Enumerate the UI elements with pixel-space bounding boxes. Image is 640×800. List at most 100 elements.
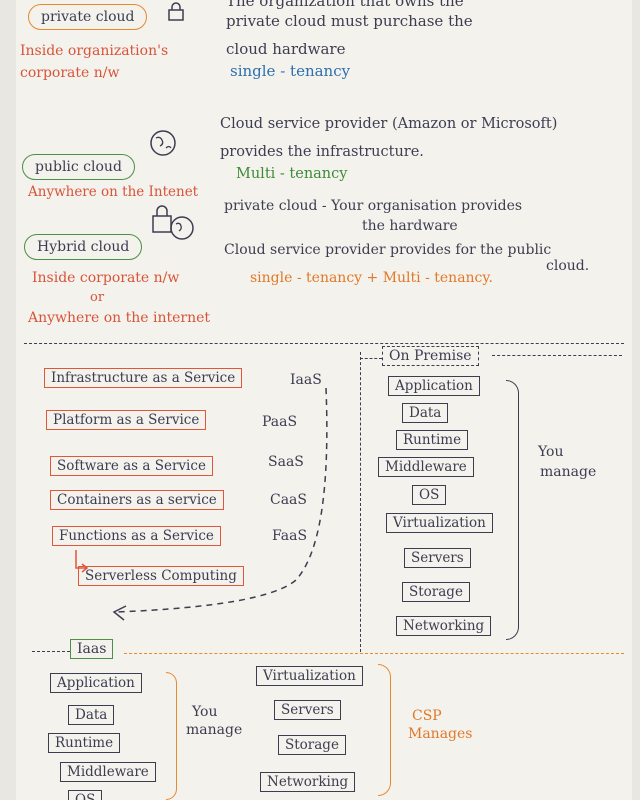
onprem-you-line1: You <box>538 444 564 460</box>
onprem-layer-servers: Servers <box>404 548 471 568</box>
arrow-down-icon <box>75 550 89 573</box>
service-name-caas: Containers as a service <box>57 492 217 508</box>
hybrid-location-line1: Inside corporate n/w <box>32 270 180 286</box>
onprem-layer-os: OS <box>412 485 447 505</box>
lock-icon <box>168 2 184 21</box>
iaas-csp-layer-storage: Storage <box>278 735 346 755</box>
iaas-csp-line2: Manages <box>408 726 473 742</box>
iaas-you-line2: manage <box>186 722 243 738</box>
service-abbr-caas: CaaS <box>270 492 307 508</box>
iaas-you-layer-middleware: Middleware <box>60 762 156 782</box>
onprem-you-line2: manage <box>540 464 597 480</box>
iaas-title-box: Iaas <box>70 639 114 659</box>
iaas-you-layer-label: Middleware <box>67 764 149 780</box>
hybrid-desc-line1: private cloud - Your organisation provid… <box>224 198 523 214</box>
hybrid-tenancy: single - tenancy + Multi - tenancy. <box>250 270 493 286</box>
iaas-you-layer-os: OS <box>68 790 103 800</box>
onprem-layer-label: Runtime <box>403 432 462 448</box>
service-box-iaas: Infrastructure as a Service <box>44 368 243 388</box>
section-divider <box>24 343 624 344</box>
service-name-paas: Platform as a Service <box>53 412 200 428</box>
iaas-you-layer-label: Runtime <box>55 735 114 751</box>
hybrid-location-line2: Anywhere on the internet <box>28 310 211 326</box>
iaas-you-layer-application: Application <box>50 673 142 693</box>
iaas-you-layer-runtime: Runtime <box>48 733 121 753</box>
onprem-layer-label: Networking <box>403 618 485 634</box>
onprem-layer-data: Data <box>402 403 449 423</box>
public-cloud-bubble: public cloud <box>22 154 135 180</box>
onprem-layer-label: OS <box>419 487 440 503</box>
service-box-saas: Software as a Service <box>50 456 213 476</box>
onprem-layer-networking: Networking <box>396 616 492 636</box>
serverless-box: Serverless Computing <box>78 566 244 586</box>
service-box-paas: Platform as a Service <box>46 410 207 430</box>
service-name-saas: Software as a Service <box>57 458 206 474</box>
onprem-layer-middleware: Middleware <box>378 457 474 477</box>
hybrid-desc-line3: Cloud service provider provides for the … <box>224 242 552 258</box>
onprem-brace <box>506 380 519 640</box>
private-cloud-desc-line2: private cloud must purchase the <box>226 12 473 30</box>
private-cloud-desc-line1: The organization that owns the <box>226 0 464 10</box>
globe-icon <box>150 130 176 156</box>
on-premise-top-border-right <box>492 355 622 356</box>
onprem-layer-application: Application <box>388 376 480 396</box>
service-abbr-faas: FaaS <box>272 528 308 544</box>
iaas-csp-layer-virtualization: Virtualization <box>256 666 363 686</box>
private-cloud-tenancy: single - tenancy <box>230 62 351 80</box>
iaas-csp-brace <box>378 664 391 796</box>
service-box-caas: Containers as a service <box>50 490 224 510</box>
iaas-top-border-right <box>124 653 624 654</box>
iaas-you-line1: You <box>192 704 218 720</box>
iaas-csp-line1: CSP <box>412 708 442 724</box>
iaas-you-layer-label: Application <box>57 675 135 691</box>
iaas-top-border-left <box>32 651 70 652</box>
onprem-layer-label: Servers <box>411 550 464 566</box>
public-cloud-desc-line1: Cloud service provider (Amazon or Micros… <box>220 116 558 132</box>
iaas-you-layer-label: Data <box>75 707 108 723</box>
iaas-csp-layer-label: Virtualization <box>263 668 356 684</box>
onprem-layer-virtualization: Virtualization <box>386 513 493 533</box>
service-box-faas: Functions as a Service <box>52 526 221 546</box>
service-abbr-saas: SaaS <box>268 454 304 470</box>
on-premise-top-border-left <box>360 358 382 359</box>
service-abbr-paas: PaaS <box>262 414 298 430</box>
onprem-layer-label: Application <box>395 378 473 394</box>
onprem-layer-label: Storage <box>409 584 463 600</box>
hybrid-cloud-label: Hybrid cloud <box>37 239 130 255</box>
lock-globe-icon <box>152 205 194 240</box>
hybrid-desc-line2: the hardware <box>362 218 458 234</box>
private-cloud-label: private cloud <box>41 9 135 25</box>
onprem-layer-label: Middleware <box>385 459 467 475</box>
notes-page: private cloud Inside organization's corp… <box>16 0 632 800</box>
iaas-csp-layer-label: Storage <box>285 737 339 753</box>
private-cloud-desc-line3: cloud hardware <box>226 40 346 58</box>
iaas-you-layer-data: Data <box>68 705 115 725</box>
hybrid-location-or: or <box>90 290 105 305</box>
on-premise-left-border <box>360 352 361 652</box>
service-abbr-iaas: IaaS <box>290 372 322 388</box>
iaas-you-brace <box>166 672 177 800</box>
connector-dashed-curve <box>112 387 328 621</box>
hybrid-desc-line3b: cloud. <box>546 258 590 274</box>
iaas-csp-layer-servers: Servers <box>274 700 341 720</box>
public-cloud-desc-line2: provides the infrastructure. <box>220 144 424 160</box>
public-cloud-label: public cloud <box>35 159 122 175</box>
onprem-layer-storage: Storage <box>402 582 470 602</box>
hybrid-cloud-bubble: Hybrid cloud <box>24 234 143 260</box>
public-cloud-location: Anywhere on the Intenet <box>28 184 199 200</box>
iaas-csp-layer-label: Servers <box>281 702 334 718</box>
private-cloud-bubble: private cloud <box>28 4 148 30</box>
onprem-layer-runtime: Runtime <box>396 430 469 450</box>
public-cloud-tenancy: Multi - tenancy <box>236 166 348 182</box>
iaas-csp-layer-label: Networking <box>267 774 349 790</box>
on-premise-title: On Premise <box>389 348 472 364</box>
onprem-layer-label: Data <box>409 405 442 421</box>
on-premise-title-box: On Premise <box>382 346 479 366</box>
service-name-iaas: Infrastructure as a Service <box>51 370 236 386</box>
iaas-you-layer-label: OS <box>75 792 96 800</box>
iaas-csp-layer-networking: Networking <box>260 772 356 792</box>
service-name-faas: Functions as a Service <box>59 528 214 544</box>
iaas-title: Iaas <box>77 641 107 657</box>
onprem-layer-label: Virtualization <box>393 515 486 531</box>
serverless-label: Serverless Computing <box>85 568 237 584</box>
